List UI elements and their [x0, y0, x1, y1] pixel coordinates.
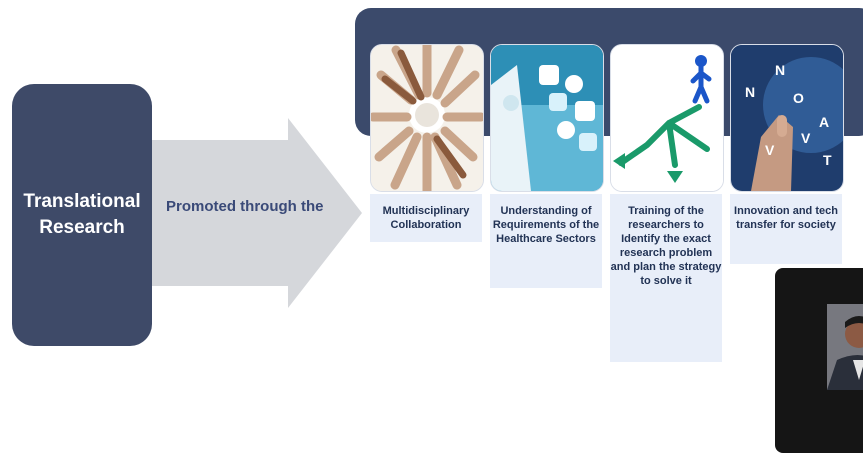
promoted-arrow: [152, 118, 362, 308]
svg-text:N: N: [775, 62, 785, 78]
card-innovation-label: Innovation and tech transfer for society: [730, 194, 842, 264]
main-title-line1: Translational: [23, 191, 141, 213]
pathway-choice-icon: [611, 45, 723, 191]
innovation-image: N N O A V T V: [730, 44, 844, 192]
connector-label: Promoted through the: [166, 198, 324, 215]
innovation-letters-icon: N N O A V T V: [731, 45, 843, 191]
person-icon: [827, 304, 863, 390]
svg-text:N: N: [745, 84, 755, 100]
svg-text:A: A: [819, 114, 829, 130]
main-title-line2: Research: [39, 217, 125, 238]
svg-text:O: O: [793, 90, 804, 106]
card-collaboration-label: Multidisciplinary Collaboration: [370, 194, 482, 242]
collaboration-image: [370, 44, 484, 192]
card-healthcare-label: Understanding of Requirements of the Hea…: [490, 194, 602, 288]
svg-text:T: T: [823, 152, 832, 168]
presenter-video-tile[interactable]: [775, 268, 863, 453]
healthcare-image: [490, 44, 604, 192]
card-training-label: Training of the researchers to Identify …: [610, 194, 722, 362]
svg-text:V: V: [765, 142, 775, 158]
svg-text:V: V: [801, 130, 811, 146]
training-image: [610, 44, 724, 192]
puzzle-hands-icon: [371, 45, 483, 191]
medical-interface-icon: [491, 45, 603, 191]
presenter-thumbnail: [827, 304, 863, 390]
translational-research-box: Translational Research: [12, 84, 152, 346]
